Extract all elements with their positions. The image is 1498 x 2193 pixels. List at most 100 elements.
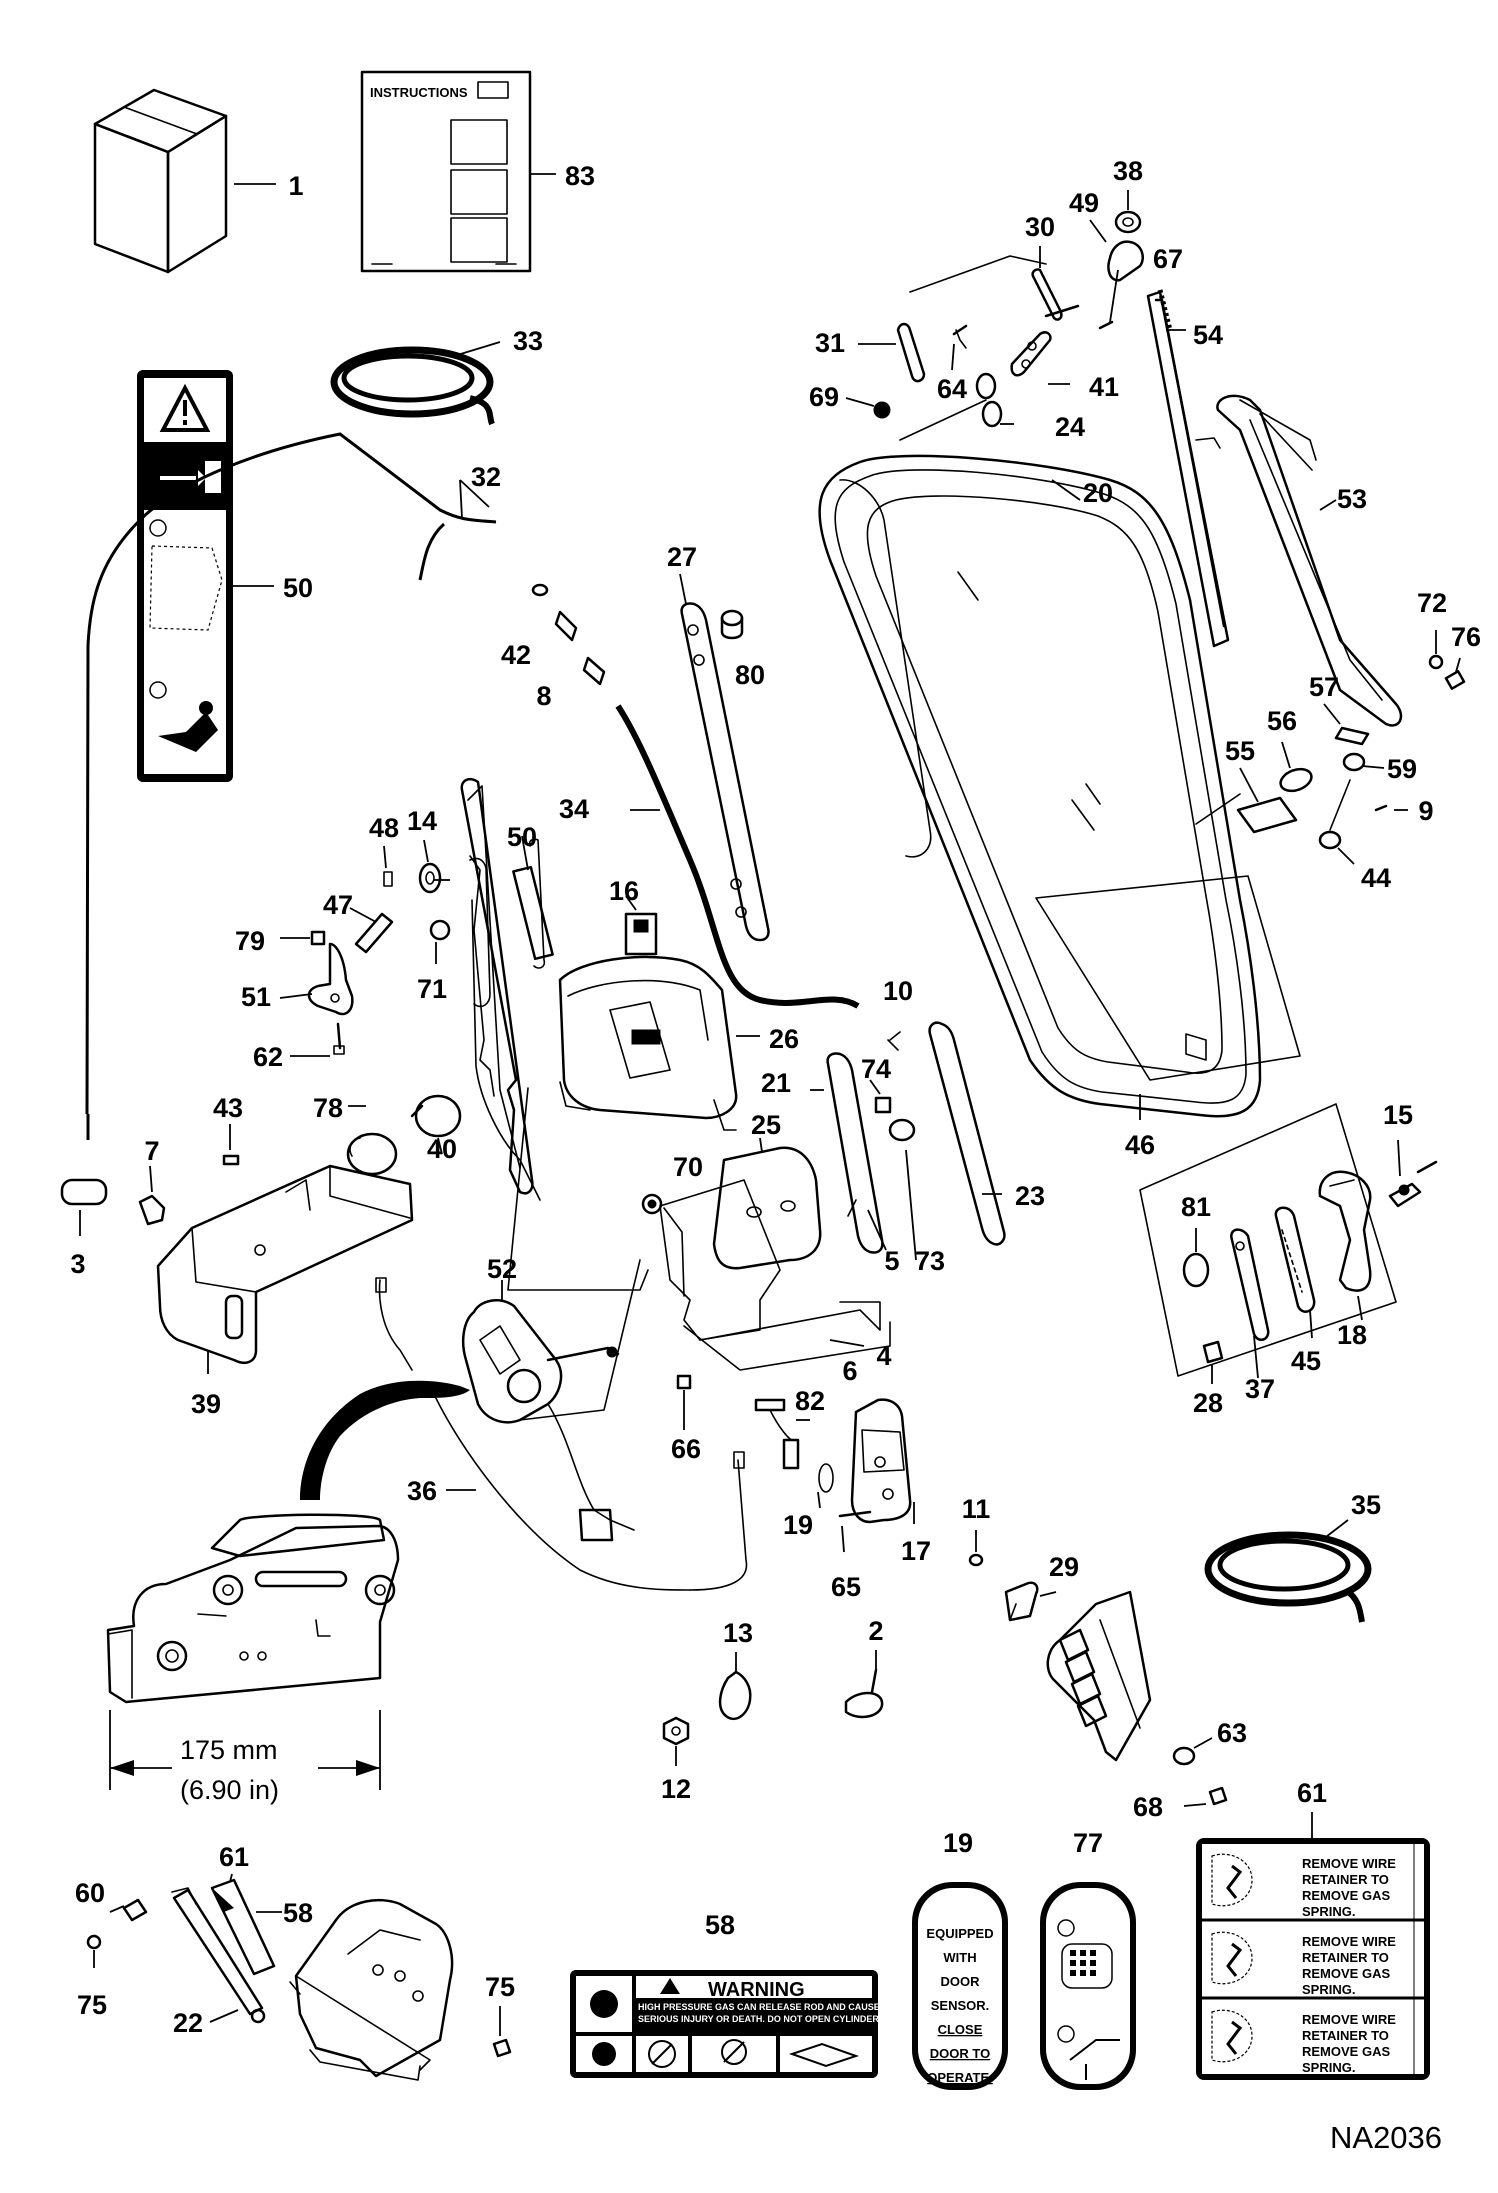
- callout-61a: 61: [219, 1842, 249, 1872]
- callout-79: 79: [235, 926, 265, 956]
- sensor-line-2: WITH: [943, 1950, 976, 1965]
- part-spacer-73: [888, 1118, 917, 1261]
- part-nut-71: [429, 919, 451, 964]
- part-lock-body-bottom: [106, 1513, 400, 1704]
- part-sensor-bracket-17: [817, 1398, 915, 1553]
- part-box: [93, 88, 276, 274]
- part-wiper-hardware: [1195, 630, 1466, 865]
- callout-13: 13: [723, 1618, 753, 1648]
- callout-28: 28: [1193, 1388, 1223, 1418]
- callout-4: 4: [876, 1341, 891, 1371]
- part-spacer-80: [720, 609, 744, 640]
- callout-50a: 50: [283, 573, 313, 603]
- callout-57: 57: [1309, 672, 1339, 702]
- callout-30: 30: [1025, 212, 1055, 242]
- part-hinge-27: [679, 573, 770, 942]
- callout-61b: 61: [1297, 1778, 1327, 1808]
- callout-78: 78: [313, 1093, 343, 1123]
- part-window-frame: [818, 454, 1262, 1118]
- callout-36: 36: [407, 1476, 437, 1506]
- callout-66: 66: [671, 1434, 701, 1464]
- callout-39: 39: [191, 1389, 221, 1419]
- callout-72: 72: [1417, 588, 1447, 618]
- callout-1: 1: [288, 171, 303, 201]
- callout-58a: 58: [283, 1898, 313, 1928]
- instructions-label: INSTRUCTIONS: [370, 85, 468, 100]
- part-instructions-sheet: [360, 70, 556, 273]
- spring-b-line-3: REMOVE GAS: [1302, 1966, 1390, 1981]
- callout-65: 65: [831, 1572, 861, 1602]
- callout-55: 55: [1225, 736, 1255, 766]
- callout-17: 17: [901, 1536, 931, 1566]
- part-fitting-43: [222, 1124, 240, 1166]
- callout-32: 32: [471, 462, 501, 492]
- callout-11: 11: [962, 1494, 991, 1524]
- part-lock-assembly-52: [462, 1280, 620, 1424]
- spring-b-line-1: REMOVE WIRE: [1302, 1934, 1396, 1949]
- callout-70: 70: [673, 1152, 703, 1182]
- callout-69: 69: [809, 382, 839, 412]
- callout-35: 35: [1351, 1490, 1381, 1520]
- callout-37: 37: [1245, 1374, 1275, 1404]
- part-wiper-arm-53: [1195, 394, 1403, 727]
- part-cable-tie-13: [718, 1652, 752, 1721]
- callout-31: 31: [815, 328, 845, 358]
- decal-door-sensor: [912, 1882, 1008, 2090]
- callout-34: 34: [559, 794, 589, 824]
- callout-43: 43: [213, 1093, 243, 1123]
- part-wiper-blade-54: [1146, 289, 1230, 648]
- callout-45: 45: [1291, 1346, 1321, 1376]
- spring-a-line-4: SPRING.: [1302, 1904, 1355, 1919]
- part-hinge-upper: [839, 479, 932, 858]
- callout-64: 64: [937, 374, 967, 404]
- part-door-bracket-left: [434, 778, 649, 1291]
- callout-80: 80: [735, 660, 765, 690]
- decal-77: [1040, 1882, 1136, 2090]
- callout-26: 26: [769, 1024, 799, 1054]
- sensor-line-4: SENSOR.: [931, 1998, 990, 2013]
- spring-a-line-2: RETAINER TO: [1302, 1872, 1389, 1887]
- callout-50b: 50: [507, 822, 537, 852]
- callout-81: 81: [1181, 1192, 1211, 1222]
- part-handle-50: [469, 835, 554, 1008]
- callout-10: 10: [883, 976, 913, 1006]
- spring-b-line-4: SPRING.: [1302, 1982, 1355, 1997]
- decal-gas-spring: [1196, 1812, 1430, 2080]
- callout-76: 76: [1451, 622, 1481, 652]
- callout-18: 18: [1337, 1320, 1367, 1350]
- sensor-line-7: OPERATE.: [927, 2070, 993, 2085]
- spring-c-line-3: REMOVE GAS: [1302, 2044, 1390, 2059]
- part-cable-32: [60, 432, 497, 1206]
- warning-title: WARNING: [708, 1979, 805, 2001]
- callout-8: 8: [536, 681, 551, 711]
- callout-44: 44: [1361, 863, 1391, 893]
- callout-29: 29: [1049, 1552, 1079, 1582]
- part-gas-spring-bracket: [86, 1873, 512, 2081]
- callout-25: 25: [751, 1110, 781, 1140]
- part-hinge-top-assembly: [845, 190, 1144, 441]
- callout-15: 15: [1383, 1100, 1413, 1130]
- warning-line-1: HIGH PRESSURE GAS CAN RELEASE ROD AND CA…: [638, 2002, 880, 2012]
- sensor-line-5: CLOSE: [938, 2022, 983, 2037]
- callout-48: 48: [369, 813, 399, 843]
- sensor-line-6: DOOR TO: [930, 2046, 990, 2061]
- part-fitting-7: [138, 1165, 166, 1226]
- callout-2: 2: [868, 1616, 883, 1646]
- callout-83: 83: [565, 161, 595, 191]
- callout-77: 77: [1073, 1828, 1103, 1858]
- callout-24: 24: [1055, 412, 1085, 442]
- callout-52: 52: [487, 1254, 517, 1284]
- callout-46: 46: [1125, 1130, 1155, 1160]
- callout-33: 33: [513, 326, 543, 356]
- callout-51: 51: [241, 982, 271, 1012]
- callout-7: 7: [144, 1136, 159, 1166]
- spring-c-line-2: RETAINER TO: [1302, 2028, 1389, 2043]
- callout-54: 54: [1193, 320, 1223, 350]
- callout-27: 27: [667, 542, 697, 572]
- spring-b-line-2: RETAINER TO: [1302, 1950, 1389, 1965]
- spring-a-line-1: REMOVE WIRE: [1302, 1856, 1396, 1871]
- part-latch-handle-51: [279, 930, 354, 1057]
- callout-42: 42: [501, 640, 531, 670]
- part-nut-70: [641, 1193, 663, 1215]
- callout-68: 68: [1133, 1792, 1163, 1822]
